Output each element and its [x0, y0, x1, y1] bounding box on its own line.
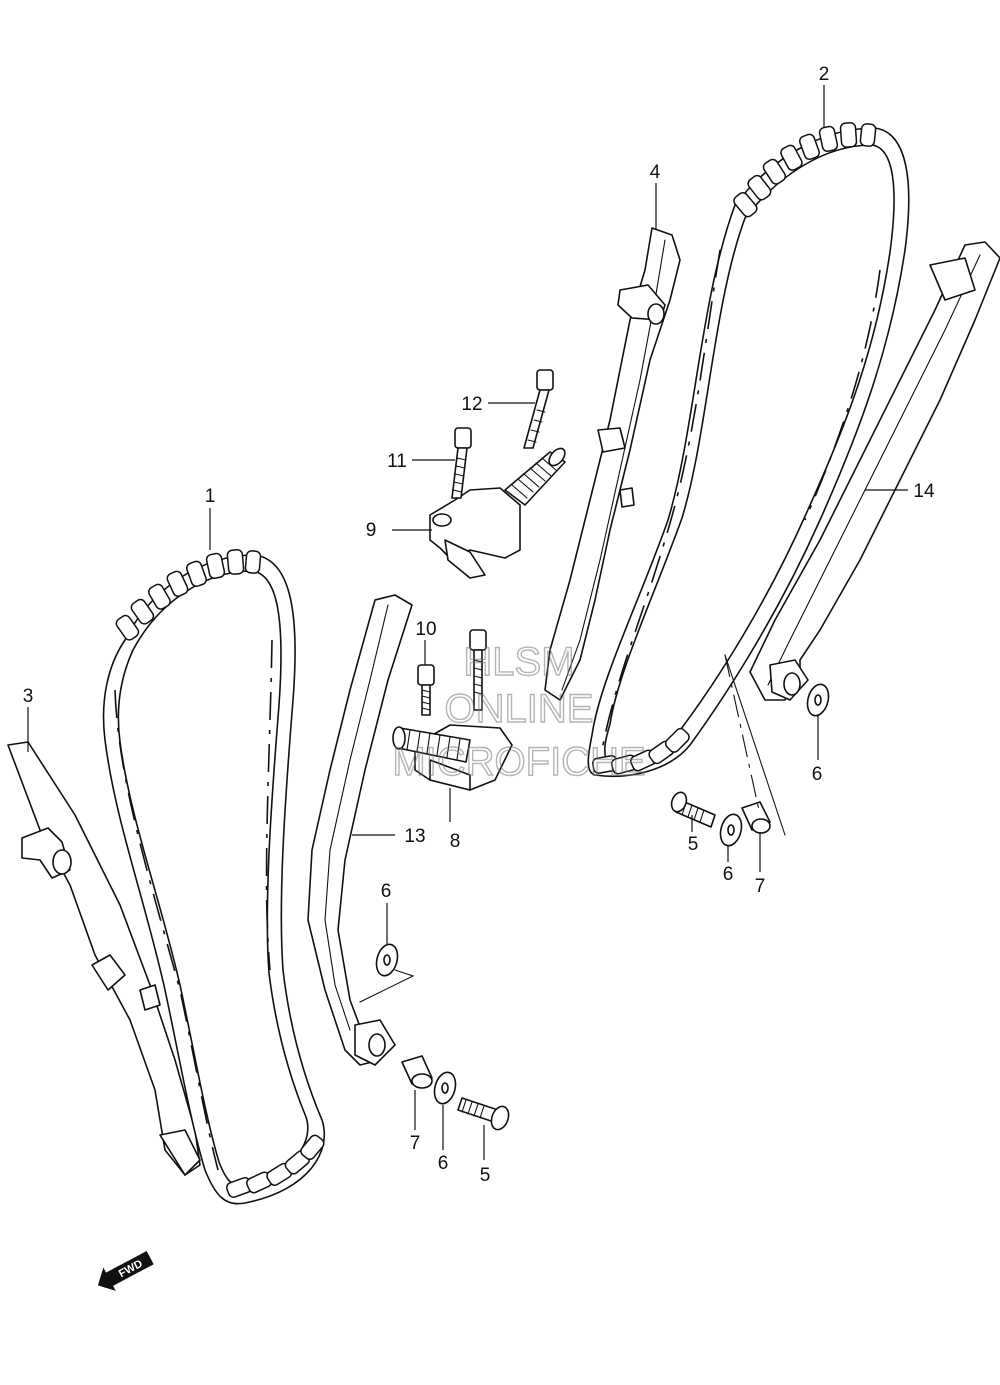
callout-1: 1	[205, 486, 216, 507]
leader-lines	[27, 85, 908, 1160]
forward-direction-arrow: FWD	[97, 1250, 154, 1291]
pivot-bolt-left	[457, 1097, 510, 1131]
pivot-bolt-right	[670, 791, 716, 828]
callout-6d: 6	[438, 1153, 449, 1174]
tensioner-bolt-11	[451, 427, 472, 499]
callout-5b: 5	[480, 1165, 491, 1186]
callout-labels: 1 2 3 4 5 6 7 6 8 9 10 11 12 13 14 6 7 6…	[23, 64, 935, 1186]
callout-7b: 7	[410, 1133, 421, 1154]
collar-right	[741, 801, 771, 834]
chain-guide-right-upper	[544, 227, 681, 701]
watermark: HLSM ONLINE MICROFICHE	[392, 639, 647, 784]
chain-guide-front-left	[7, 741, 201, 1176]
callout-5a: 5	[688, 834, 699, 855]
callout-13: 13	[404, 826, 425, 847]
callout-2: 2	[819, 64, 830, 85]
cam-chain-right	[587, 122, 910, 778]
washer-right-lower	[719, 813, 743, 847]
washer-left-upper	[375, 943, 399, 977]
chain-tensioner-upper	[429, 447, 566, 579]
cam-chain-left	[102, 549, 326, 1205]
callout-3: 3	[23, 686, 34, 707]
collar-left	[401, 1055, 433, 1089]
callout-12: 12	[461, 394, 482, 415]
callout-11: 11	[387, 451, 407, 472]
alignment-lines	[359, 654, 786, 1003]
washer-left-lower	[433, 1071, 457, 1105]
callout-8: 8	[450, 831, 461, 852]
fwd-label: FWD	[117, 1258, 145, 1280]
watermark-line-2: ONLINE	[445, 687, 594, 731]
chain-tensioner-arm-left	[307, 594, 413, 1066]
callout-14: 14	[913, 481, 935, 502]
callout-4: 4	[650, 162, 661, 183]
callout-9: 9	[366, 520, 377, 541]
chain-tensioner-lower	[392, 724, 513, 791]
tensioner-bolt-12	[523, 369, 554, 449]
washer-right-upper	[806, 683, 830, 717]
callout-6b: 6	[812, 764, 823, 785]
watermark-line-3: MICROFICHE	[392, 740, 645, 784]
callout-10: 10	[415, 619, 436, 640]
watermark-line-1: HLSM	[463, 640, 574, 684]
callout-6a: 6	[723, 864, 734, 885]
tensioner-bolt-10	[417, 664, 435, 716]
tensioner-bolt-10b	[469, 629, 487, 711]
callout-7a: 7	[755, 876, 766, 897]
tensioner-upper-spring	[504, 447, 566, 506]
tensioner-lower-spring	[392, 726, 471, 763]
callout-6c: 6	[381, 881, 392, 902]
